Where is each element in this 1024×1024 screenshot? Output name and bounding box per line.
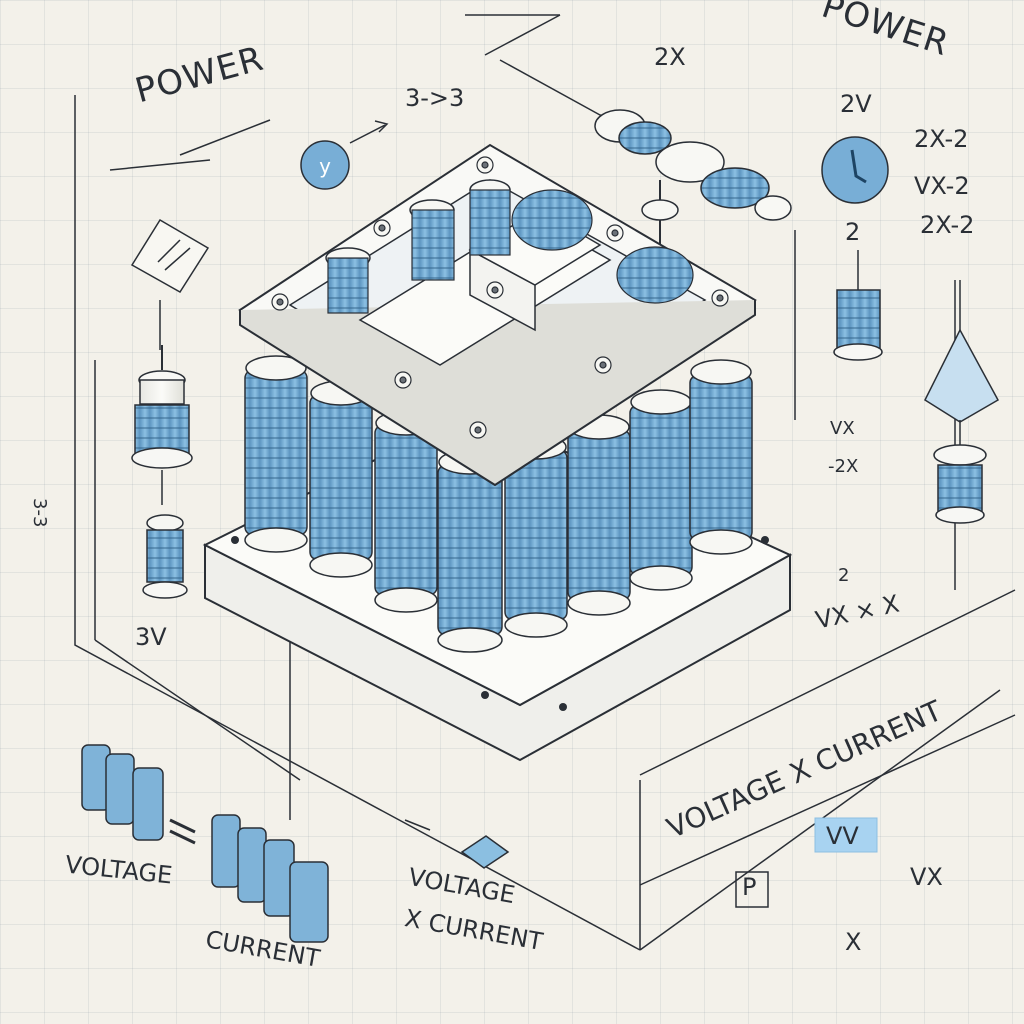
formula-frame bbox=[639, 589, 1016, 908]
voltmeter-icon: y bbox=[300, 120, 389, 190]
clock-meter-icon bbox=[821, 136, 889, 204]
top-right-insulator bbox=[594, 109, 792, 245]
left-side-vertical-label: 3-3 bbox=[29, 498, 50, 528]
right-vv-label: VV bbox=[826, 822, 859, 850]
svg-text:y: y bbox=[319, 154, 331, 178]
coil-columns bbox=[244, 355, 753, 653]
left-value-arrow-label: 3->3 bbox=[405, 84, 465, 112]
right-vx2-label: VX-2 bbox=[914, 172, 970, 200]
right-2x2b-label: 2X-2 bbox=[920, 211, 975, 239]
right-minus2x-label: -2X bbox=[828, 456, 859, 477]
right-vx-label: VX bbox=[830, 418, 855, 439]
right-small-2-label: 2 bbox=[838, 565, 850, 586]
right-insulators bbox=[833, 250, 1000, 524]
right-vx-bottom-label: VX bbox=[910, 863, 943, 891]
right-2v-label: 2V bbox=[840, 90, 872, 118]
top-2x-label: 2X bbox=[654, 43, 686, 71]
right-2x2-label: 2X-2 bbox=[914, 125, 969, 153]
left-insulator-stack bbox=[131, 345, 193, 599]
left-value-small-label: 3V bbox=[135, 623, 167, 651]
right-2-label: 2 bbox=[845, 218, 861, 246]
right-x-label: X bbox=[845, 928, 862, 956]
left-symbol bbox=[130, 218, 210, 350]
main-capacitor-assembly bbox=[202, 143, 793, 762]
bottom-left-capacitors bbox=[81, 744, 329, 943]
right-p-label: P bbox=[742, 873, 757, 901]
bottom-center-marker bbox=[404, 819, 510, 869]
